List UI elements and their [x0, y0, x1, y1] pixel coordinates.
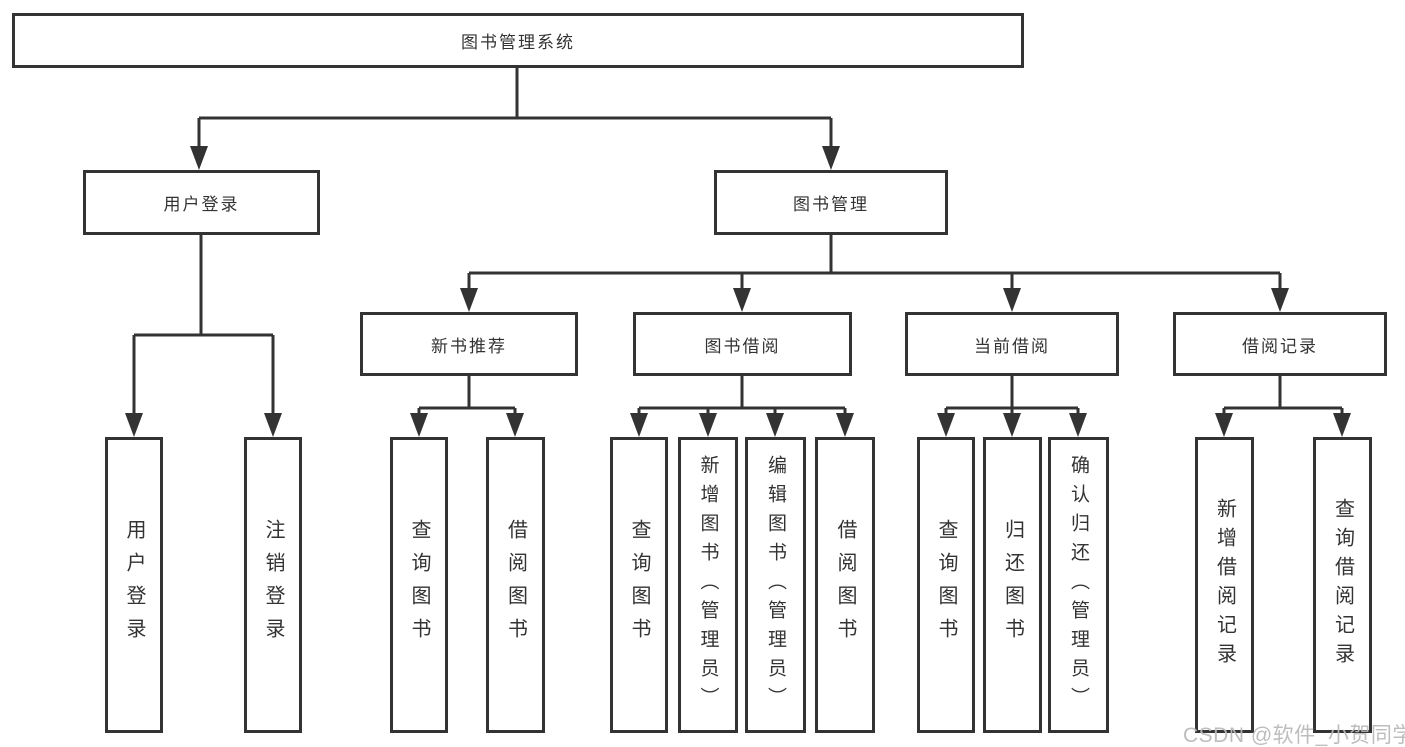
watermark: CSDN @软件_小贺同学: [1183, 724, 1405, 747]
leaf-add-book-admin: 新增图书（管理员）: [678, 437, 738, 733]
leaf-borrow-books-recommend: 借阅图书: [486, 437, 545, 733]
leaf-confirm-return-admin-label: 确认归还（管理员）: [1068, 454, 1089, 716]
leaf-query-books-current-label: 查询图书: [935, 519, 957, 651]
node-book-borrow: 图书借阅: [633, 312, 852, 376]
leaf-query-books-borrow-label: 查询图书: [628, 519, 650, 651]
leaf-edit-book-admin: 编辑图书（管理员）: [745, 437, 806, 733]
leaf-query-borrow-record-label: 查询借阅记录: [1331, 498, 1354, 672]
leaf-query-books-current: 查询图书: [917, 437, 975, 733]
leaf-edit-book-admin-label: 编辑图书（管理员）: [765, 454, 786, 716]
leaf-query-borrow-record: 查询借阅记录: [1313, 437, 1372, 733]
node-current-borrow: 当前借阅: [905, 312, 1119, 376]
leaf-query-books-recommend-label: 查询图书: [408, 519, 430, 651]
leaf-user-login: 用户登录: [105, 437, 163, 733]
leaf-query-books-borrow: 查询图书: [610, 437, 668, 733]
leaf-return-book: 归还图书: [983, 437, 1042, 733]
leaf-logout-label: 注销登录: [262, 519, 284, 651]
leaf-user-login-label: 用户登录: [123, 519, 145, 651]
node-new-book-recommend: 新书推荐: [360, 312, 578, 376]
leaf-return-book-label: 归还图书: [1001, 519, 1024, 651]
leaf-confirm-return-admin: 确认归还（管理员）: [1048, 437, 1109, 733]
leaf-borrow-books-label: 借阅图书: [834, 519, 856, 651]
leaf-add-borrow-record-label: 新增借阅记录: [1213, 498, 1236, 672]
leaf-add-book-admin-label: 新增图书（管理员）: [697, 454, 719, 716]
node-user-login: 用户登录: [83, 170, 320, 235]
node-borrow-records: 借阅记录: [1173, 312, 1387, 376]
node-book-management: 图书管理: [714, 170, 948, 235]
leaf-logout: 注销登录: [244, 437, 302, 733]
leaf-borrow-books-recommend-label: 借阅图书: [504, 519, 527, 651]
leaf-borrow-books: 借阅图书: [815, 437, 875, 733]
leaf-add-borrow-record: 新增借阅记录: [1195, 437, 1254, 733]
leaf-query-books-recommend: 查询图书: [390, 437, 448, 733]
node-library-management-system: 图书管理系统: [12, 13, 1024, 68]
